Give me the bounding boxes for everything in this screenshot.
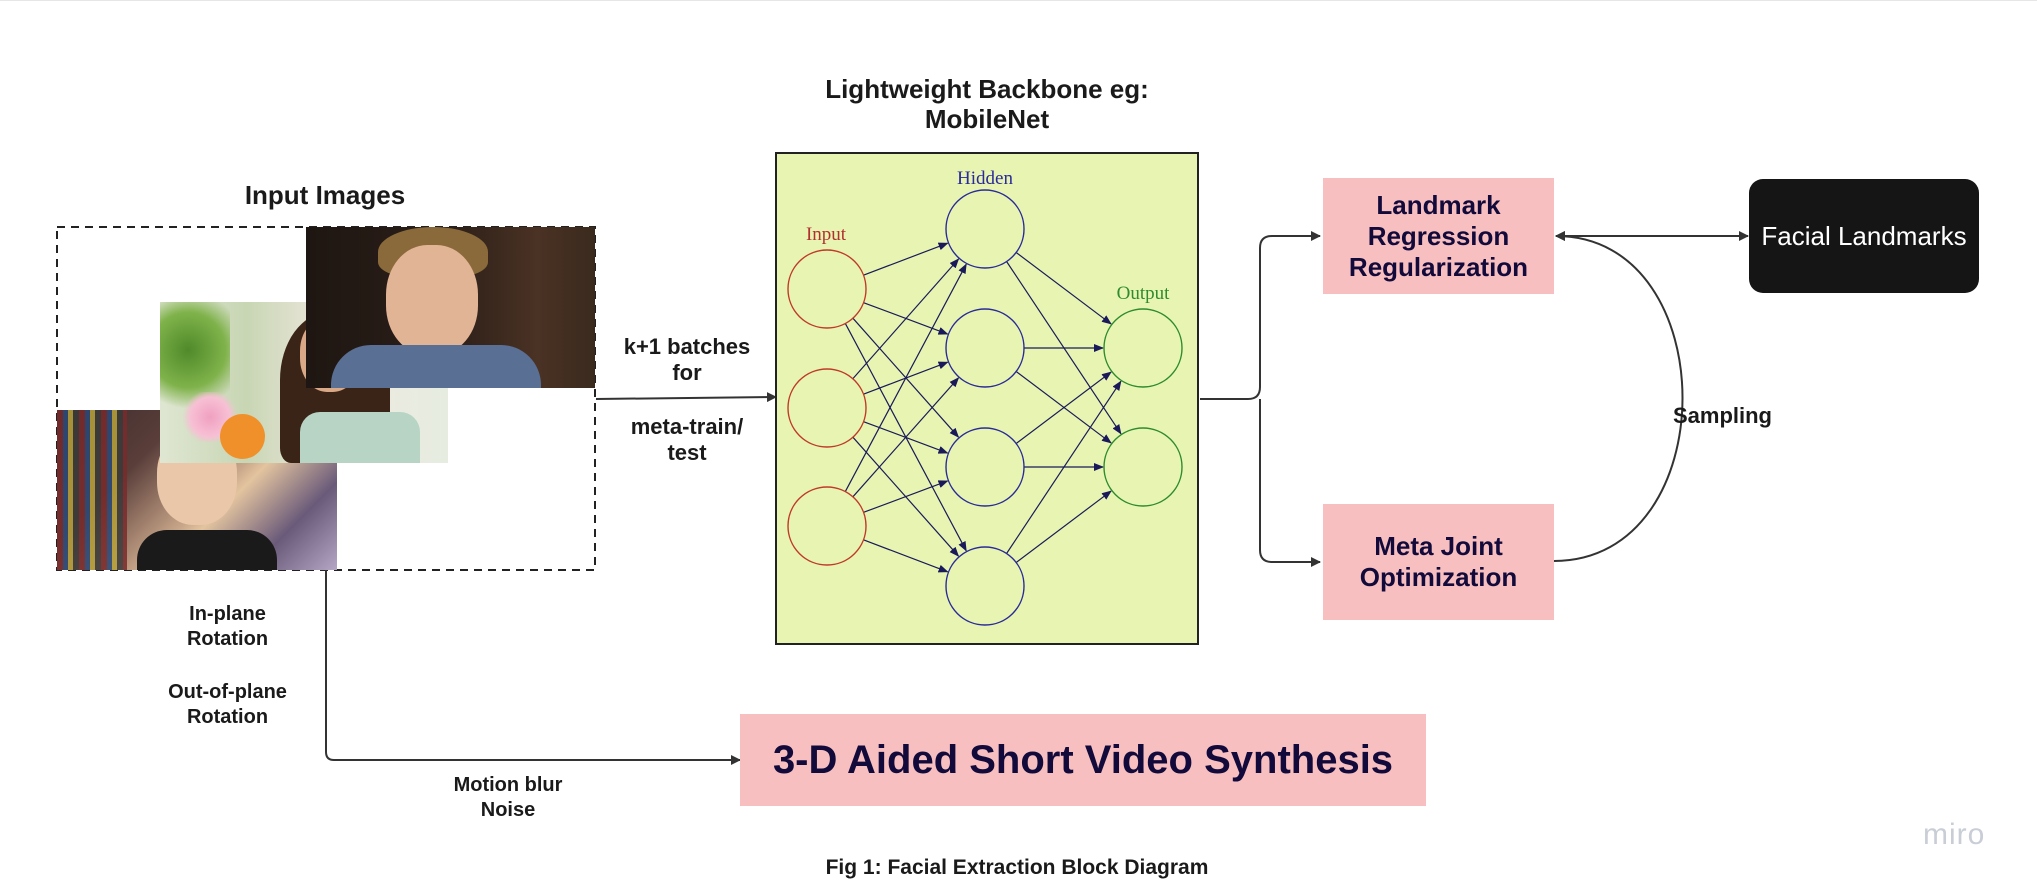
nn-connection (863, 539, 949, 573)
batches-label-line3: meta-train/ (630, 414, 744, 439)
facial-landmarks-box: Facial Landmarks (1749, 179, 1979, 293)
landmark-box-line1: Landmark (1376, 189, 1501, 220)
nn-connection (852, 377, 960, 498)
nn-input-neuron (787, 249, 867, 329)
nn-connection (1015, 490, 1112, 564)
nn-input-neuron (787, 486, 867, 566)
nn-hidden-neuron (945, 189, 1025, 269)
nn-connection (1015, 371, 1112, 445)
backbone-title-line1: Lightweight Backbone eg: (825, 74, 1149, 104)
nn-connection (1006, 380, 1122, 554)
nn-output-label: Output (1117, 283, 1171, 304)
nn-input-neuron (787, 368, 867, 448)
sampling-curve (1553, 231, 1684, 562)
inplane-line1: In-plane (189, 603, 266, 625)
inplane-line2: Rotation (186, 628, 269, 650)
nn-connections (844, 242, 1122, 573)
photo-man-top (306, 227, 595, 388)
nn-connection (844, 263, 967, 492)
synthesis-arrow (325, 570, 741, 765)
shirt-decor (137, 530, 277, 570)
meta-joint-box: Meta Joint Optimization (1323, 504, 1554, 620)
inplane-label: In-plane Rotation (140, 602, 315, 652)
outplane-label: Out-of-plane Rotation (140, 680, 315, 730)
batches-label-line1: k+1 batches (623, 334, 751, 359)
figure-caption: Fig 1: Facial Extraction Block Diagram (825, 856, 1209, 879)
orange-decor (220, 414, 265, 459)
sampling-label: Sampling (1672, 403, 1772, 428)
batches-label-line2: for (672, 360, 702, 385)
nn-input-label: Input (806, 224, 847, 245)
input-images-title: Input Images (244, 180, 406, 210)
nn-neurons (787, 189, 1183, 626)
nn-connection (852, 258, 960, 380)
nn-hidden-label: Hidden (957, 168, 1013, 189)
motion-label: Motion blur Noise (418, 773, 598, 823)
backbone-to-meta-arrow (1259, 399, 1321, 567)
backbone-to-landmark-arrow (1200, 231, 1321, 400)
motion-line2: Noise (480, 799, 536, 821)
backbone-title-line2: MobileNet (924, 104, 1050, 134)
nn-connection (863, 480, 949, 513)
backbone-title: Lightweight Backbone eg: MobileNet (770, 74, 1204, 134)
batches-label: k+1 batches for meta-train/ test (600, 334, 774, 466)
outplane-line2: Rotation (186, 706, 269, 728)
meta-box-line1: Meta Joint (1374, 531, 1503, 561)
miro-watermark: miro (1923, 818, 1986, 851)
top-border (0, 0, 2037, 1)
nn-hidden-neuron (945, 546, 1025, 626)
face-decor (386, 245, 478, 355)
landmark-box-line2: Regression (1367, 220, 1510, 251)
batches-label-line4: test (667, 440, 707, 465)
nn-hidden-neuron (945, 427, 1025, 507)
nn-hidden-neuron (945, 308, 1025, 388)
motion-line1: Motion blur (453, 774, 563, 796)
meta-box-line2: Optimization (1359, 562, 1518, 592)
nn-connection (1015, 251, 1112, 325)
landmark-regression-box: Landmark Regression Regularization (1323, 178, 1554, 294)
images-to-backbone-arrow (595, 392, 777, 403)
shirt-decor (331, 345, 541, 388)
nn-output-neuron (1103, 308, 1183, 388)
nn-connection (863, 242, 949, 276)
outplane-line1: Out-of-plane (168, 681, 287, 703)
synthesis-box: 3-D Aided Short Video Synthesis (740, 714, 1426, 806)
landmark-box-line3: Regularization (1348, 251, 1529, 282)
top-decor (300, 412, 420, 463)
nn-output-neuron (1103, 427, 1183, 507)
bookshelf-decor (57, 410, 127, 570)
